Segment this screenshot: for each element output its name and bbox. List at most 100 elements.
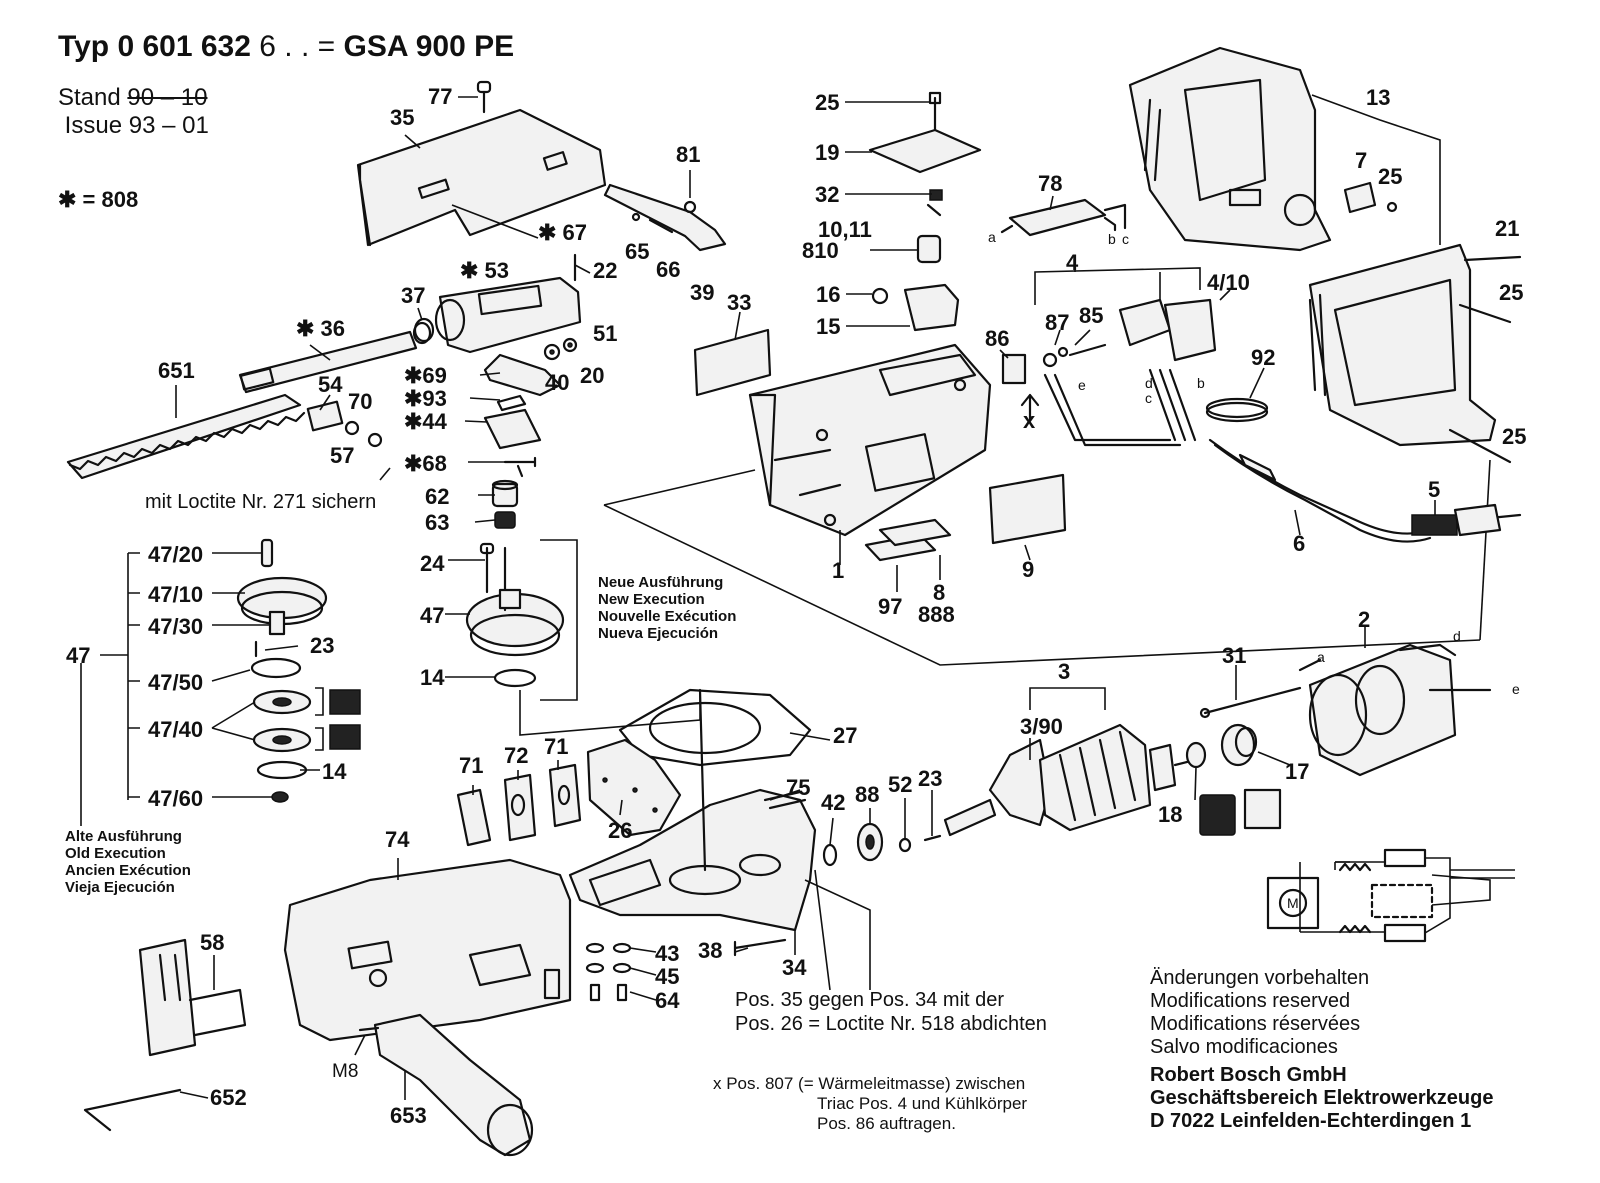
top-cover-part-35 xyxy=(356,108,607,247)
stator-screw-part-31 xyxy=(1199,686,1302,719)
label-3: 3 xyxy=(1058,659,1070,684)
label-75: 75 xyxy=(786,775,810,800)
fasteners-part-43-45-64-38 xyxy=(585,938,787,1002)
aux-handle-part-653 xyxy=(358,1013,534,1157)
old-execution-note: Alte Ausführung Old Execution Ancien Exé… xyxy=(65,828,191,896)
pads-part-71-72-71 xyxy=(456,763,582,847)
label-77: 77 xyxy=(428,84,452,109)
gear-housing-part-34 xyxy=(568,688,817,932)
label-m8: M8 xyxy=(332,1061,358,1082)
handle-half-part-13 xyxy=(1128,46,1441,252)
modifications-de: Änderungen vorbehalten xyxy=(1150,967,1370,989)
label-23-old: 23 xyxy=(310,633,334,658)
label-93: ✱93 xyxy=(404,386,447,411)
screw-part-77 xyxy=(476,80,492,114)
diagram-header: Typ 0 601 632 6 . . = GSA 900 PE xyxy=(58,30,514,64)
label-64: 64 xyxy=(655,988,680,1013)
label-38: 38 xyxy=(698,938,722,963)
label-19: 19 xyxy=(815,140,839,165)
pos35-sealing-note: Pos. 35 gegen Pos. 34 mit der Pos. 26 = … xyxy=(735,988,1047,1036)
bearing-part-18 xyxy=(1185,741,1282,836)
part-labels: 77 35 81 ✱ 67 65 66 39 ✱ 53 22 37 ✱ 36 5… xyxy=(66,84,1526,1128)
label-652: 652 xyxy=(210,1085,247,1110)
pins-part-65-66 xyxy=(631,212,674,234)
label-33: 33 xyxy=(727,290,751,315)
label-37: 37 xyxy=(401,283,425,308)
label-2: 2 xyxy=(1358,607,1370,632)
label-25-lower: 25 xyxy=(1502,424,1526,449)
label-68: ✱68 xyxy=(404,451,447,476)
label-36: ✱ 36 xyxy=(296,316,345,341)
label-25-brush: 25 xyxy=(1378,164,1402,189)
label-97: 97 xyxy=(878,594,902,619)
wire-label-e-stator: e xyxy=(1512,681,1520,697)
wire-label-e: e xyxy=(1078,377,1086,393)
new-execution-es: Nueva Ejecución xyxy=(598,625,719,642)
motor-housing-part-1 xyxy=(748,343,992,537)
label-17: 17 xyxy=(1285,759,1309,784)
label-18: 18 xyxy=(1158,802,1182,827)
label-10-11: 10,11 xyxy=(818,217,872,242)
plunger-housing-part-53 xyxy=(434,253,582,354)
electronic-switch-part-4 xyxy=(1001,267,1217,447)
pos807-note: x Pos. 807 (= Wärmeleitmasse) zwischen T… xyxy=(713,1074,1027,1134)
wire-label-c: c xyxy=(1145,390,1152,406)
label-53: ✱ 53 xyxy=(460,258,509,283)
label-63: 63 xyxy=(425,510,449,535)
revision-block: Stand 90 – 10 Issue 93 – 01 xyxy=(58,84,209,140)
label-6: 6 xyxy=(1293,531,1305,556)
issue-value: 93 – 01 xyxy=(128,112,209,139)
assembly-line xyxy=(1479,459,1491,641)
gear-cover-part-74 xyxy=(283,858,572,1042)
label-20: 20 xyxy=(580,363,604,388)
label-44: ✱44 xyxy=(404,409,448,434)
company-name: Robert Bosch GmbH xyxy=(1150,1064,1347,1086)
assembly-line xyxy=(603,504,1481,666)
label-34: 34 xyxy=(782,955,807,980)
label-9: 9 xyxy=(1022,557,1034,582)
label-4: 4 xyxy=(1066,250,1079,275)
label-3-90: 3/90 xyxy=(1020,714,1063,739)
assembly-line xyxy=(603,469,756,506)
new-execution-note: Neue Ausführung New Execution Nouvelle E… xyxy=(598,574,736,642)
company-division: Geschäftsbereich Elektrowerkzeuge xyxy=(1150,1087,1494,1109)
label-810: 810 xyxy=(802,238,839,263)
label-47-50: 47/50 xyxy=(148,670,203,695)
label-26: 26 xyxy=(608,818,632,843)
handle-half-rear xyxy=(1308,243,1522,464)
label-35: 35 xyxy=(390,105,414,130)
label-15: 15 xyxy=(816,314,840,339)
bushing-part-62 xyxy=(491,479,519,508)
label-51: 51 xyxy=(593,321,617,346)
label-47-40: 47/40 xyxy=(148,717,203,742)
gear-new-part-47 xyxy=(465,539,578,701)
label-47-10: 47/10 xyxy=(148,582,203,607)
new-execution-de: Neue Ausführung xyxy=(598,574,724,591)
label-13: 13 xyxy=(1366,85,1390,110)
label-23-front: 23 xyxy=(918,766,942,791)
label-58: 58 xyxy=(200,930,224,955)
label-22: 22 xyxy=(593,258,617,283)
label-62: 62 xyxy=(425,484,449,509)
wire-label-d: d xyxy=(1145,375,1153,391)
damper-part-26 xyxy=(586,738,682,837)
label-7: 7 xyxy=(1355,148,1367,173)
guide-parts-69-93-44 xyxy=(483,353,562,450)
label-47-20: 47/20 xyxy=(148,542,203,567)
plug-part-5 xyxy=(1411,503,1502,537)
label-32: 32 xyxy=(815,182,839,207)
washers-part-37-40-20 xyxy=(413,317,578,361)
variant-suffix: 6 . . = xyxy=(259,30,336,63)
label-651: 651 xyxy=(158,358,195,383)
label-1: 1 xyxy=(832,558,844,583)
label-47-new: 47 xyxy=(420,603,444,628)
label-21: 21 xyxy=(1495,216,1519,241)
small-parts-75-42-88-52-23 xyxy=(763,790,942,867)
label-pad-part-97-8 xyxy=(864,518,952,562)
label-43: 43 xyxy=(655,941,679,966)
leader-lines xyxy=(80,96,1436,1100)
stand-value: 90 – 10 xyxy=(127,84,208,111)
label-888: 888 xyxy=(918,602,955,627)
